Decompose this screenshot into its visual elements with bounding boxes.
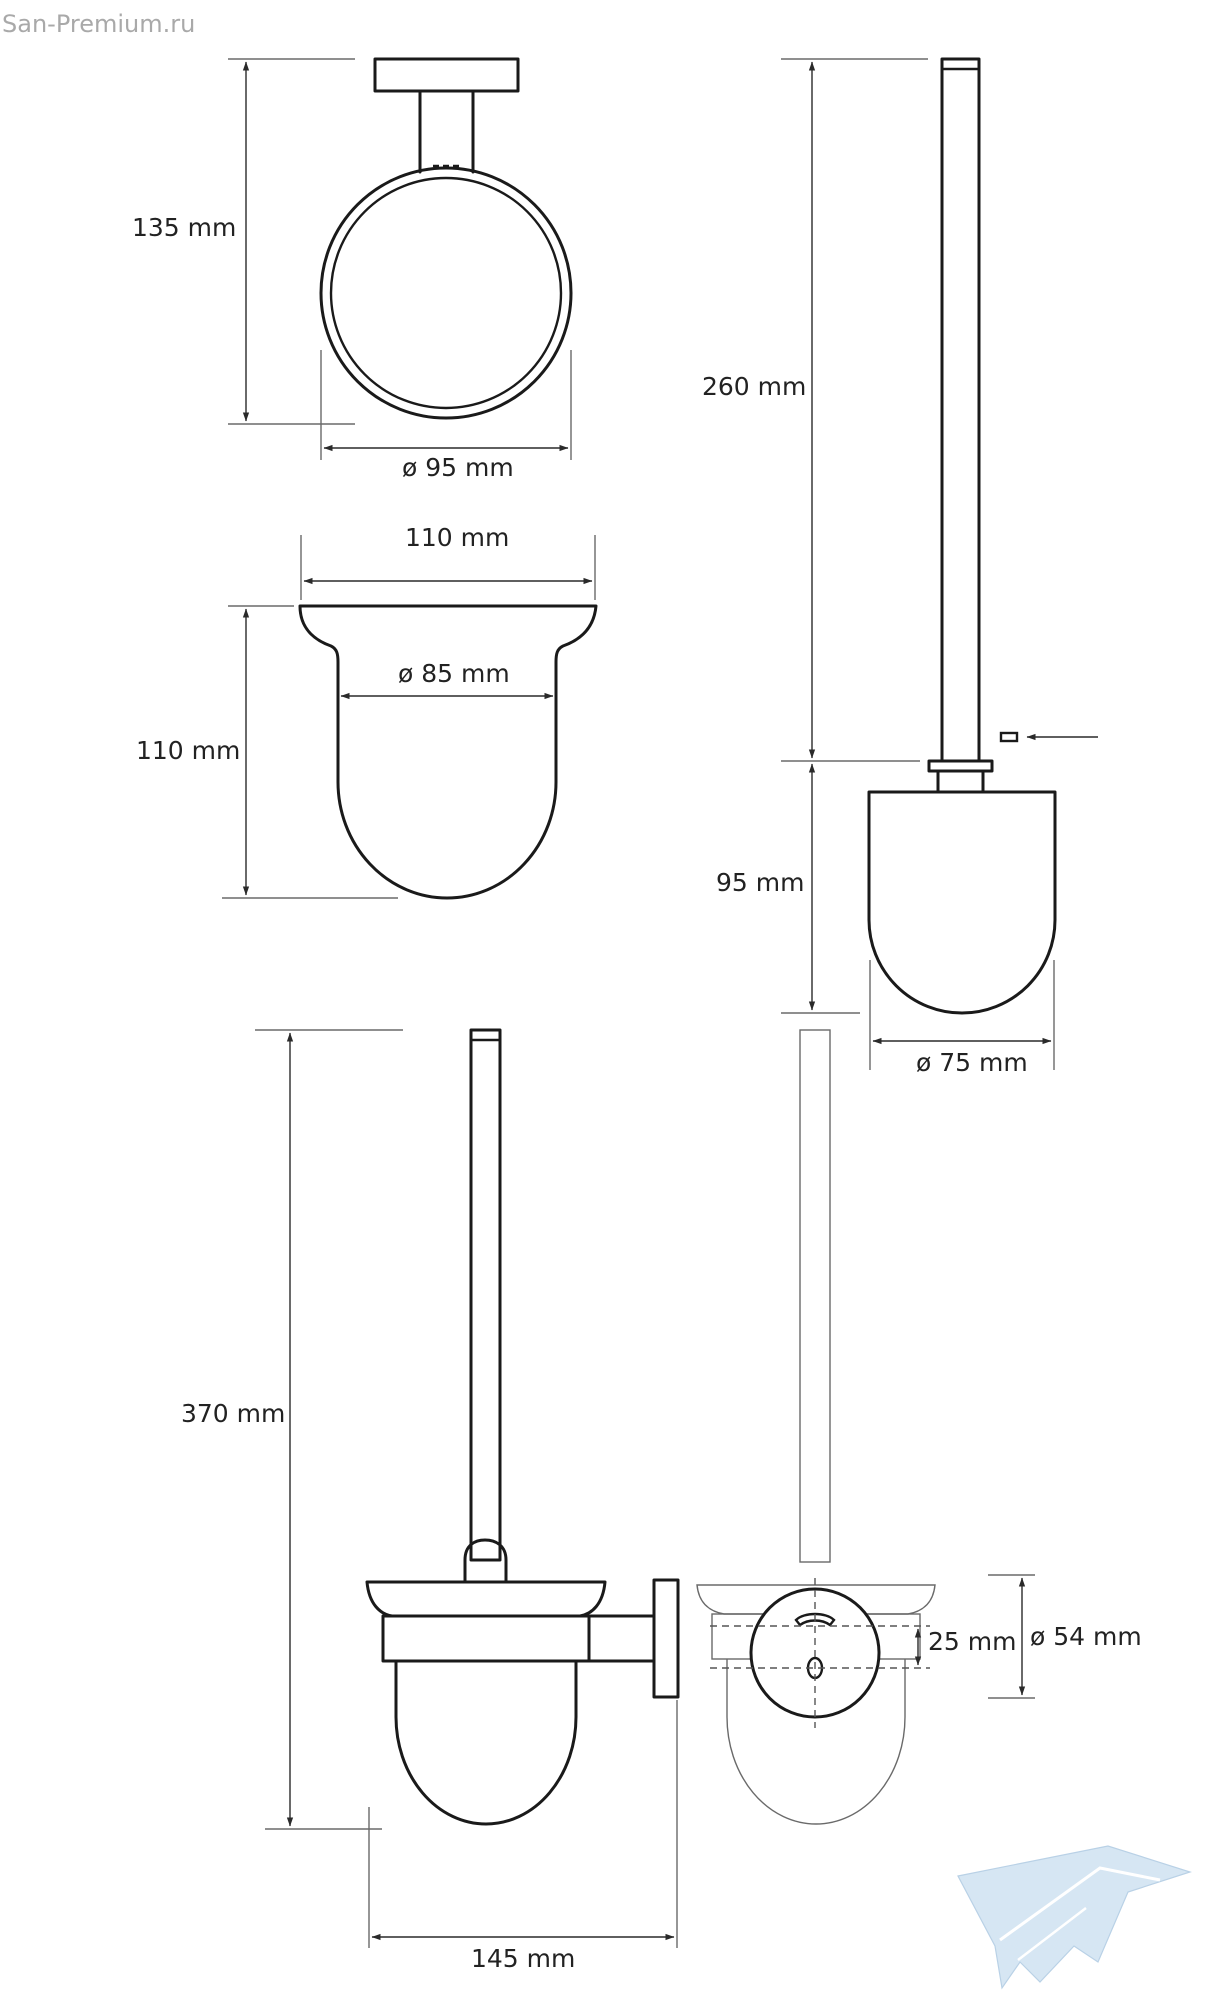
- dimension-holder-diameter: ø 95 mm: [320, 350, 572, 482]
- brush-head-diameter-label: ø 75 mm: [916, 1048, 1028, 1077]
- dimension-cup-width: 110 mm: [300, 523, 596, 600]
- cup-width-label: 110 mm: [405, 523, 509, 552]
- dimension-total-height: 370 mm: [181, 1029, 403, 1830]
- brush-head-height-label: 95 mm: [716, 868, 804, 897]
- flange-diameter-label: ø 54 mm: [1030, 1622, 1142, 1651]
- dimension-flange-diameter: ø 54 mm: [988, 1574, 1142, 1699]
- total-depth-label: 145 mm: [471, 1944, 575, 1973]
- holder-height-label: 135 mm: [132, 213, 236, 242]
- watermark-text: San-Premium.ru: [2, 10, 195, 38]
- cup-inner-diameter-label: ø 85 mm: [398, 659, 510, 688]
- dimension-mount-offset: 25 mm: [914, 1627, 1016, 1666]
- dimension-holder-height: 135 mm: [132, 58, 355, 425]
- mount-offset-label: 25 mm: [928, 1627, 1016, 1656]
- dimension-brush-head-diameter: ø 75 mm: [869, 960, 1055, 1077]
- dimension-total-depth: 145 mm: [368, 1700, 678, 1973]
- handle-length-label: 260 mm: [702, 372, 806, 401]
- holder-ring-view: [319, 57, 573, 420]
- assembly-front-view: [696, 1029, 936, 1825]
- dimension-brush-head-height: 95 mm: [716, 763, 860, 1014]
- total-height-label: 370 mm: [181, 1399, 285, 1428]
- glass-cup-view: [298, 604, 598, 900]
- dimension-cup-height: 110 mm: [136, 605, 398, 899]
- cup-height-label: 110 mm: [136, 736, 240, 765]
- wave-logo-icon: [957, 1845, 1192, 1990]
- assembly-side-view: [365, 1028, 680, 1826]
- dimension-cup-inner-diameter: ø 85 mm: [340, 659, 554, 700]
- holder-diameter-label: ø 95 mm: [402, 453, 514, 482]
- brush-view: [867, 57, 1057, 1015]
- dimension-handle-length: 260 mm: [702, 58, 928, 762]
